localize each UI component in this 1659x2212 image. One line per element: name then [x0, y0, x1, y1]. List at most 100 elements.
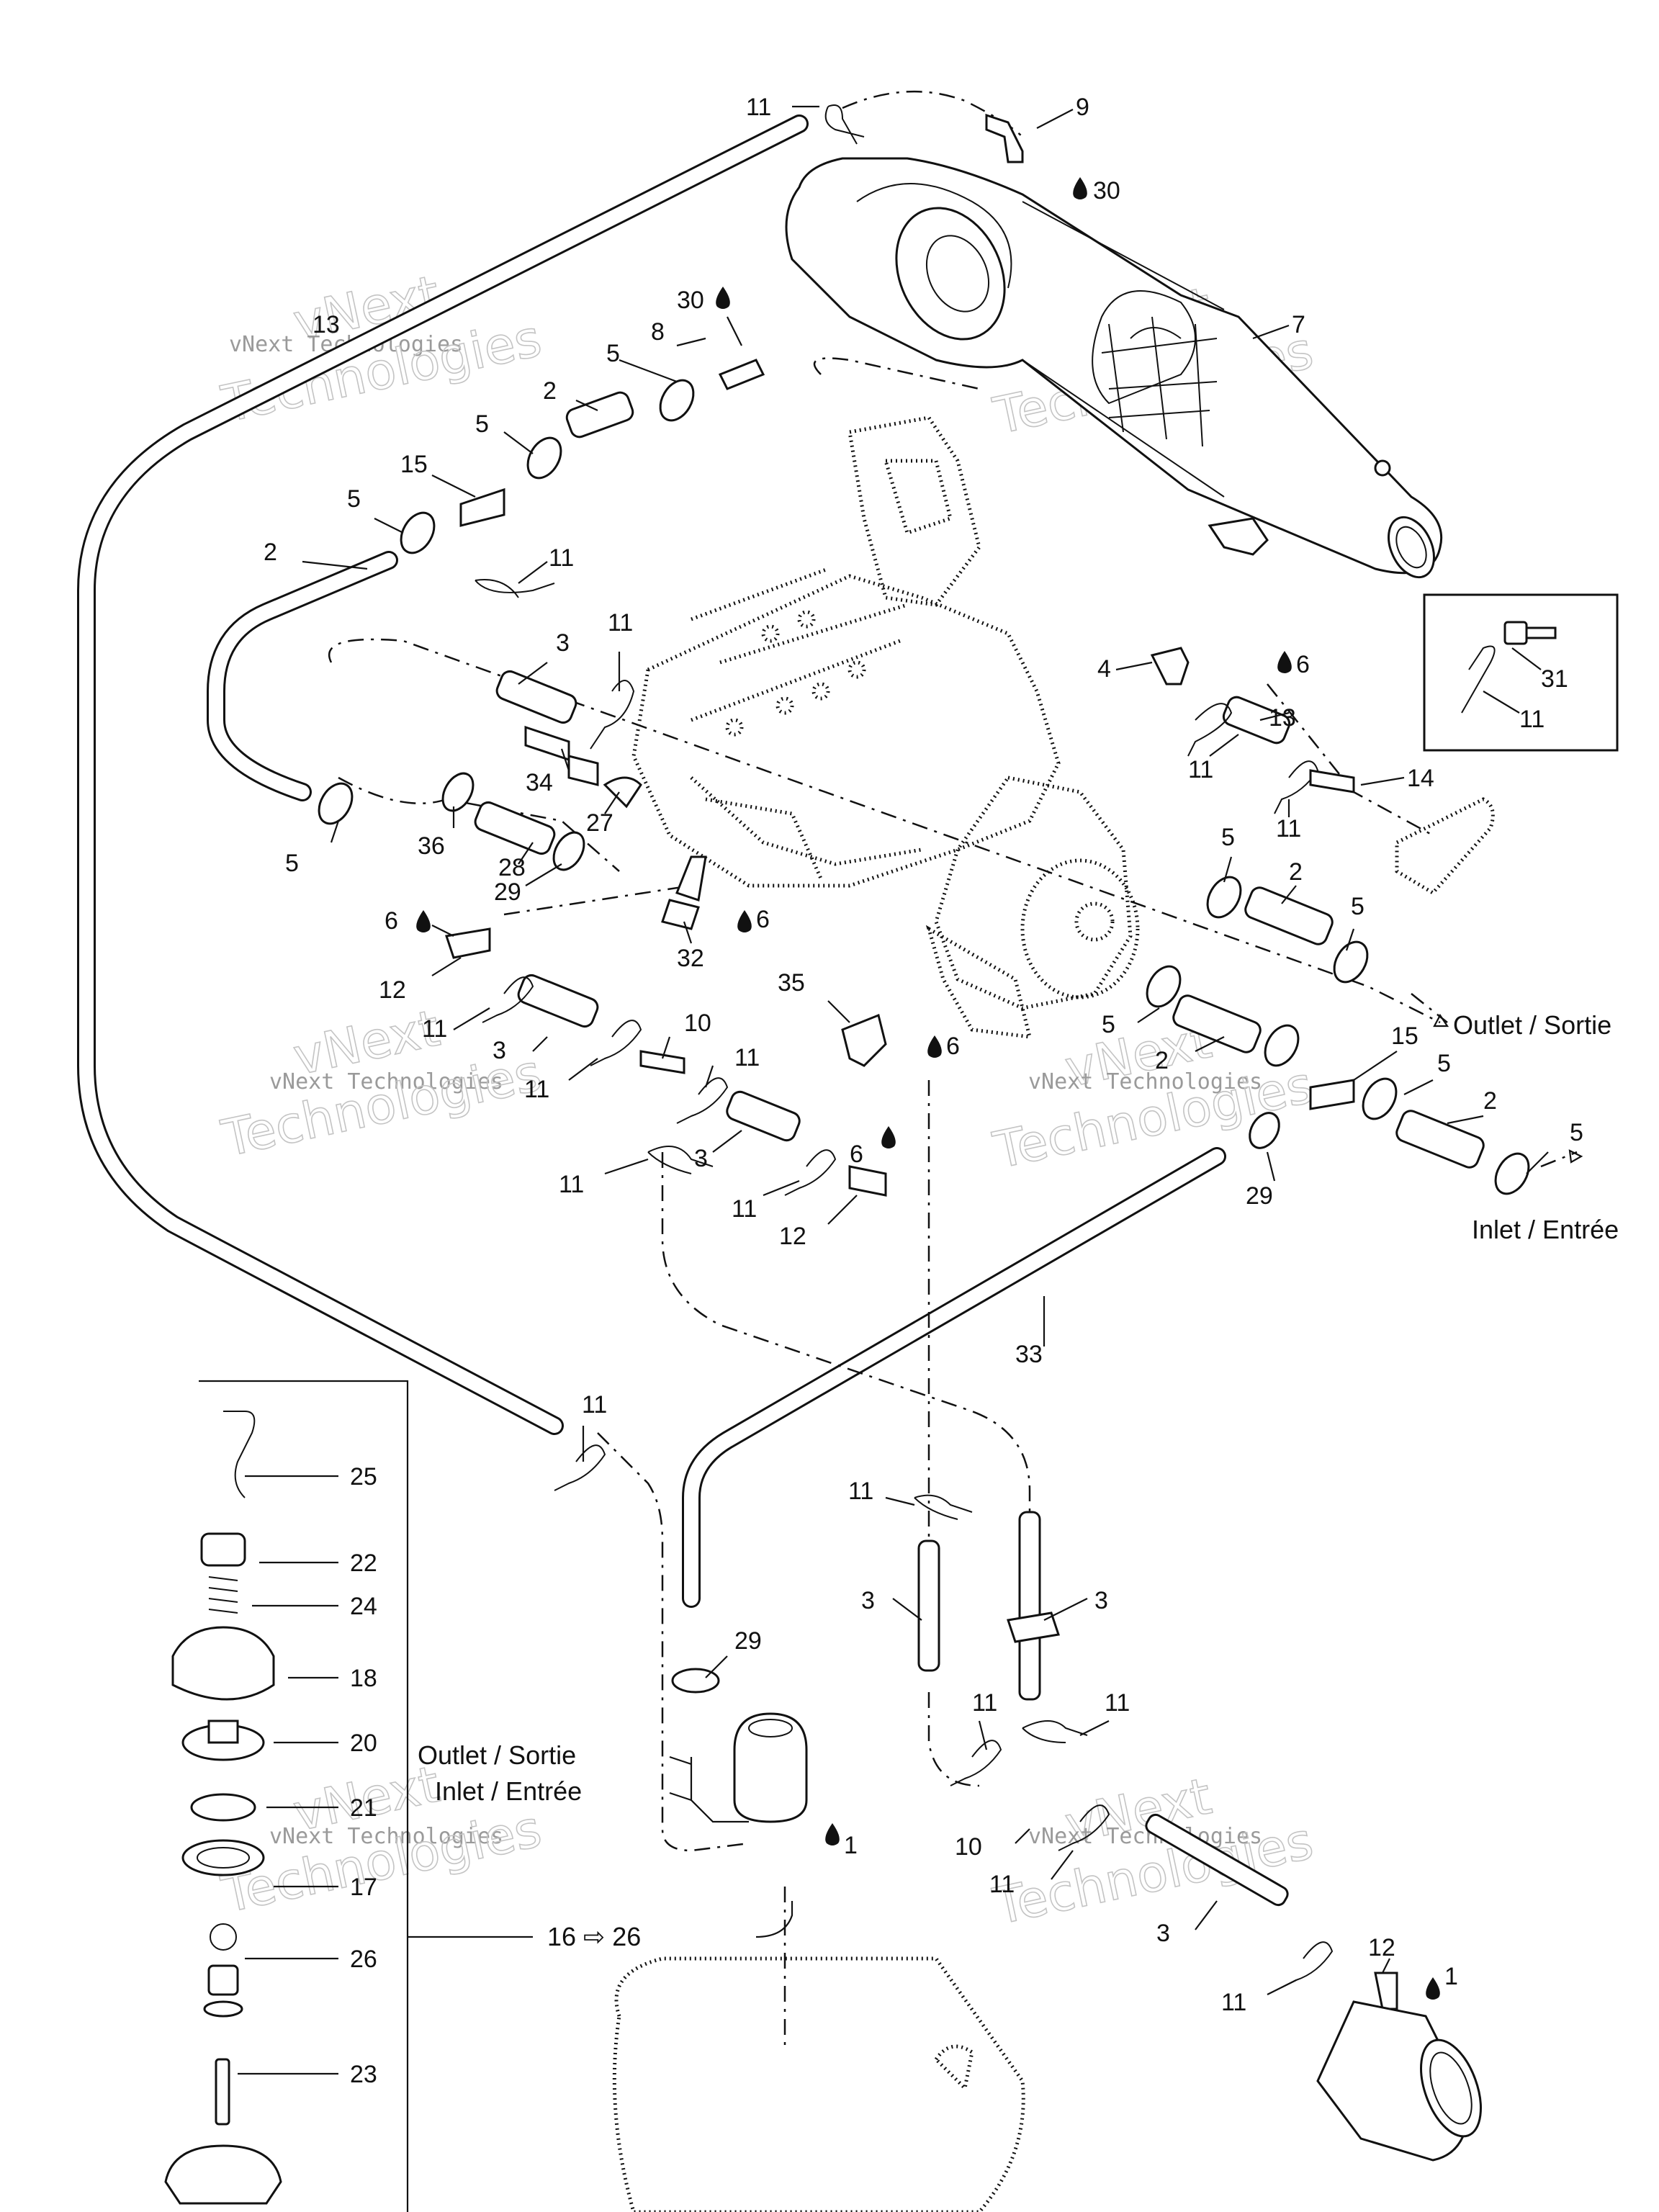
route-dash-long-a [328, 638, 1441, 1024]
inlet-label-left: Inlet / Entrée [435, 1776, 582, 1806]
callout: 10 [684, 1010, 711, 1037]
callout: 6 [756, 906, 770, 933]
callout: 22 [350, 1550, 377, 1577]
callout: 5 [1351, 893, 1364, 920]
callout: 5 [1570, 1119, 1583, 1146]
flow-arrows [1433, 1013, 1583, 1164]
callout: 13 [1269, 704, 1296, 732]
callout: 11 [848, 1478, 873, 1505]
callout: 15 [1391, 1022, 1419, 1050]
callout: 11 [608, 609, 633, 637]
callout: 10 [955, 1833, 982, 1861]
hose-2-left-loop-inner [209, 553, 396, 799]
tie-wrap-inset [1461, 645, 1496, 714]
callout: 11 [1188, 756, 1213, 783]
callout: 11 [972, 1689, 997, 1717]
callout: 33 [1015, 1341, 1043, 1368]
route-dash-lower-right [927, 1692, 980, 1787]
callout: 20 [350, 1730, 377, 1757]
callout: 24 [350, 1593, 377, 1620]
hose-13-long-inner [79, 117, 806, 1433]
callout: 5 [475, 410, 489, 438]
screw-31 [1503, 621, 1557, 645]
callout: 6 [850, 1141, 863, 1168]
callout: 2 [543, 377, 557, 405]
callout: 12 [779, 1223, 806, 1250]
callout: 11 [1276, 815, 1301, 842]
svg-text:vNext Technologies: vNext Technologies [269, 1069, 503, 1094]
svg-text:vNext Technologies: vNext Technologies [1028, 1824, 1262, 1849]
callout: 36 [418, 832, 445, 860]
route-dash-inlet [1540, 1151, 1578, 1168]
sealant-drops [416, 177, 1440, 2000]
callout: 6 [946, 1033, 960, 1060]
callout: 11 [746, 94, 771, 121]
callout: 5 [606, 340, 620, 367]
callout: 31 [1541, 665, 1568, 693]
callout: 35 [778, 969, 805, 997]
callout: 5 [1221, 824, 1235, 851]
callout: 8 [651, 318, 665, 346]
callout: 28 [498, 854, 526, 881]
callout: 5 [347, 485, 361, 513]
callout: 11 [732, 1195, 757, 1223]
callout: 3 [1156, 1920, 1170, 1947]
inlet-label-right: Inlet / Entrée [1472, 1215, 1619, 1244]
callout: 4 [1097, 655, 1111, 683]
callout: 12 [1368, 1934, 1395, 1961]
callout: 1 [1444, 1963, 1458, 1990]
leader-lines [238, 105, 1549, 2075]
tie-wraps [475, 104, 1334, 1988]
reference-16-26: 16 ⇨ 26 [547, 1922, 641, 1951]
route-dash-bottom-left [597, 1432, 750, 1852]
callout: 11 [582, 1391, 607, 1419]
callout: 32 [677, 945, 704, 972]
callout: 11 [1519, 706, 1545, 733]
fittings [445, 113, 1398, 2010]
bracket-14 [1395, 797, 1495, 896]
exploded-valve-parts [164, 1411, 282, 2205]
callout: 5 [1102, 1011, 1115, 1038]
callout: 21 [350, 1794, 377, 1822]
callout: 2 [1289, 858, 1303, 886]
callout: 23 [350, 2061, 377, 2088]
route-dash-down-b [661, 1152, 1031, 1519]
exhaust-resonator-7 [785, 157, 1443, 579]
callout: 3 [694, 1145, 708, 1172]
watermark-mid-left: vNext vNext Technologies Technologies [216, 998, 547, 1169]
callout: 3 [861, 1587, 875, 1614]
callout: 12 [379, 976, 406, 1004]
callout: 25 [350, 1463, 377, 1491]
callout-numbers: 11 9 30 30 8 5 13 2 5 15 5 2 11 3 11 7 4… [264, 94, 1583, 2088]
outlet-pipe-bottom-right [1316, 2000, 1482, 2162]
hose-33 [682, 1147, 1226, 1608]
callout: 14 [1407, 765, 1434, 792]
callout: 34 [526, 769, 553, 796]
callout: 29 [1246, 1182, 1273, 1210]
svg-text:vNext Technologies: vNext Technologies [1028, 1069, 1262, 1094]
water-regulator-tank [733, 1712, 808, 1823]
callout: 11 [524, 1076, 549, 1103]
callout: 15 [400, 451, 428, 478]
callout: 3 [556, 629, 570, 657]
callout: 7 [1292, 311, 1305, 338]
callout: 11 [422, 1015, 447, 1043]
callout: 11 [559, 1171, 584, 1198]
callout: 5 [285, 850, 299, 877]
callout: 27 [586, 809, 613, 837]
callout: 3 [1094, 1587, 1108, 1614]
callout: 2 [1483, 1087, 1497, 1115]
engine-block [631, 415, 1140, 1039]
hose-33-inner [684, 1149, 1224, 1606]
callout: 11 [549, 544, 574, 572]
hose-segments [474, 391, 1485, 1907]
callout: 2 [264, 539, 277, 566]
watermark-bottom-right: vNext vNext Technologies Technologies [988, 1766, 1318, 1937]
callout: 11 [989, 1871, 1015, 1898]
callout: 30 [1093, 177, 1120, 204]
callout: 3 [493, 1037, 506, 1064]
callout: 30 [677, 287, 704, 314]
callout: 5 [1437, 1050, 1451, 1077]
callout: 17 [350, 1874, 377, 1901]
